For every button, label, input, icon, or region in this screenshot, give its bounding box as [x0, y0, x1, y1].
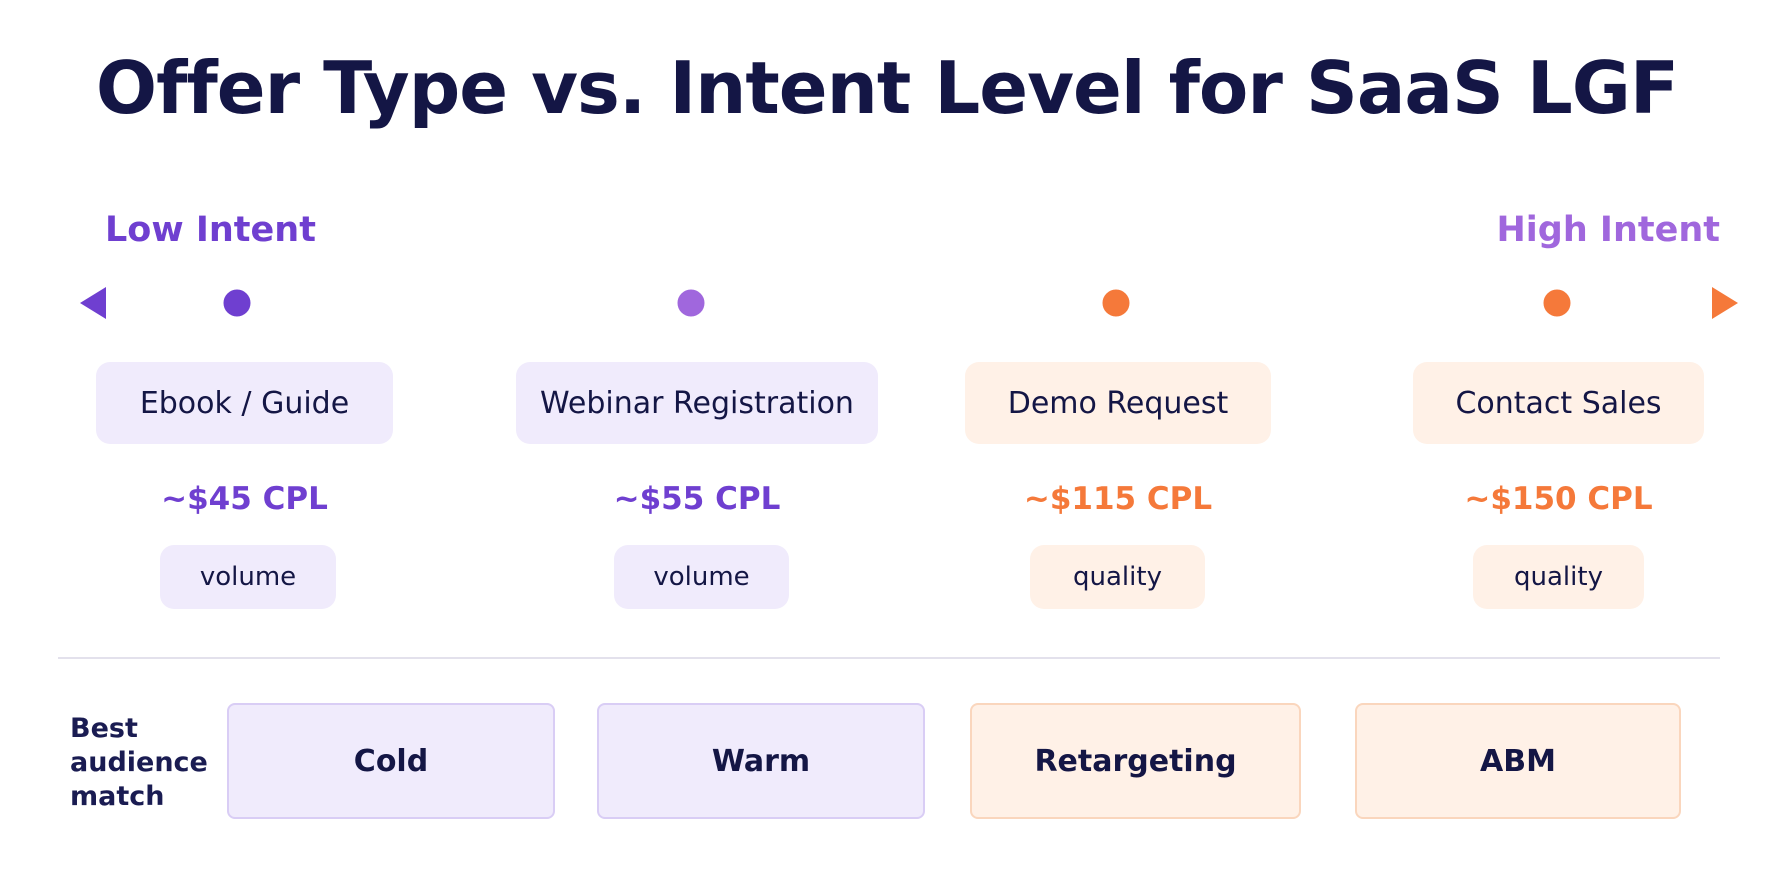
diagram-title: Offer Type vs. Intent Level for SaaS LGF	[95, 46, 1679, 130]
section-divider	[58, 657, 1720, 659]
audience-box-retargeting: Retargeting	[970, 703, 1301, 819]
intent-axis	[80, 286, 1738, 320]
offer-card-contact: Contact Sales	[1413, 362, 1704, 444]
audience-match-label: Best audience match	[70, 713, 208, 812]
cpl-value-demo: ~$115 CPL	[1023, 481, 1213, 517]
high-intent-label: High Intent	[1496, 210, 1720, 250]
cpl-value-webinar: ~$55 CPL	[613, 481, 781, 517]
intent-node-demo	[1099, 286, 1133, 320]
tag-contact: quality	[1473, 545, 1644, 609]
tag-ebook: volume	[160, 545, 336, 609]
arrow-right-icon	[1712, 287, 1738, 319]
cpl-value-contact: ~$150 CPL	[1464, 481, 1653, 517]
arrow-left-icon	[80, 287, 106, 319]
intent-node-contact	[1540, 286, 1574, 320]
intent-node-ebook	[220, 286, 254, 320]
tag-webinar: volume	[614, 545, 789, 609]
intent-node-webinar	[674, 286, 708, 320]
offer-card-webinar: Webinar Registration	[516, 362, 878, 444]
tag-demo: quality	[1030, 545, 1205, 609]
audience-box-cold: Cold	[227, 703, 555, 819]
cpl-value-ebook: ~$45 CPL	[161, 481, 328, 517]
offer-card-ebook: Ebook / Guide	[96, 362, 393, 444]
offer-card-demo: Demo Request	[965, 362, 1271, 444]
low-intent-label: Low Intent	[105, 210, 316, 250]
audience-box-warm: Warm	[597, 703, 925, 819]
audience-box-abm: ABM	[1355, 703, 1681, 819]
